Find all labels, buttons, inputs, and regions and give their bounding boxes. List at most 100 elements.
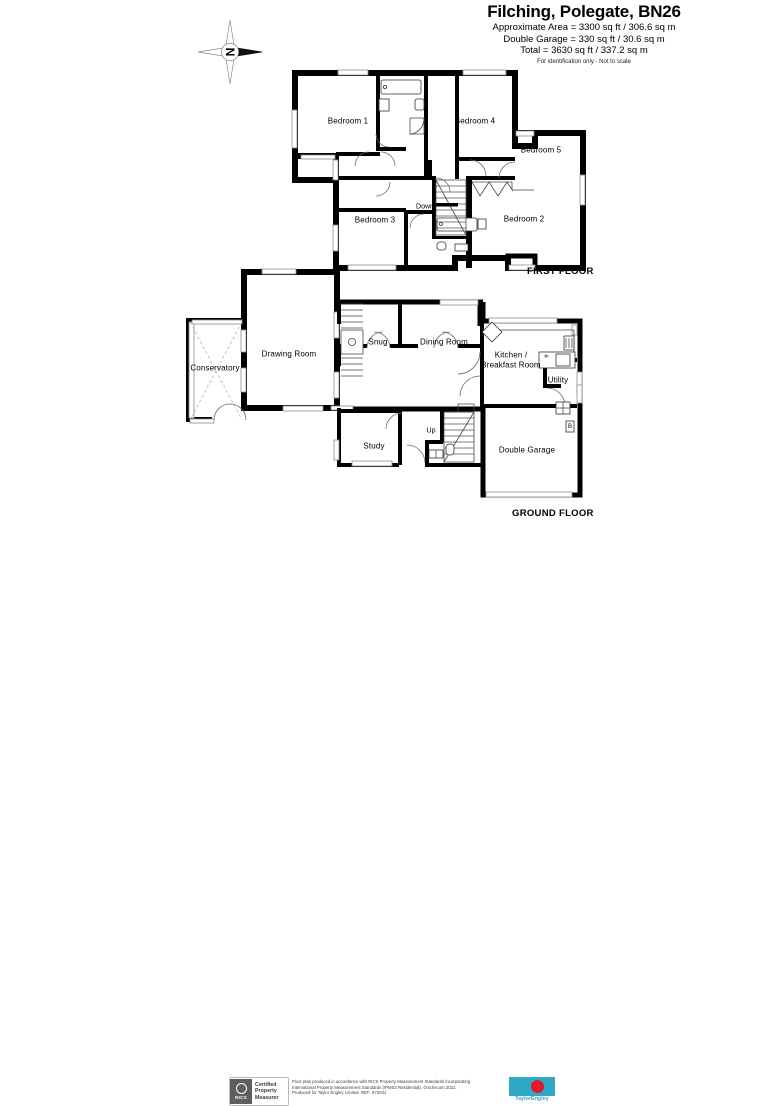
logo-dot-icon: [531, 1080, 544, 1093]
disclaimer-text: Floor plan produced in accordance with R…: [292, 1079, 504, 1096]
partition-snug-bottom-b: [390, 344, 418, 348]
room-label-bedroom-3: Bedroom 3: [354, 215, 396, 225]
bath-icon: [436, 217, 478, 232]
conservatory-structure: [186, 318, 247, 424]
stairwell-left-wall: [432, 176, 436, 236]
conservatory-glass-top: [191, 319, 243, 325]
partition-hall-left: [337, 344, 341, 366]
page-title: Filching, Polegate, BN26: [487, 2, 681, 21]
room-label-bedroom-4: Bedroom 4: [454, 116, 496, 126]
first-floor-doors: [354, 133, 516, 229]
cloakroom-fixtures: [428, 443, 455, 459]
partition-dining-bottom: [458, 344, 482, 348]
ensuite-fixtures: [378, 79, 425, 135]
partition-hall-bottom: [425, 463, 483, 467]
rics-label: RICS: [235, 1095, 247, 1100]
partition-stairs-right: [440, 409, 444, 443]
globe-icon: [235, 1083, 247, 1094]
partition-ensuite-left: [376, 73, 380, 149]
shower-tray-icon: [409, 117, 425, 135]
bedroom-2-bay-wall: [505, 253, 538, 268]
boiler-box-icon: [565, 420, 575, 433]
partition-bed3-top: [336, 208, 406, 212]
partition-ensuite-right: [424, 73, 428, 177]
floorplan-drawing: .w { fill:#000000; } /* solid wall */ .g…: [186, 69, 586, 498]
partition-bath-top: [404, 210, 434, 214]
brand-name: TaylorEngley: [515, 1096, 549, 1102]
header: Filching, Polegate, BN26 Approximate Are…: [400, 2, 768, 67]
first-floor-label: FIRST FLOOR: [527, 266, 594, 277]
bedroom-2-wardrobe: [471, 181, 534, 197]
ground-floor-label: GROUND FLOOR: [512, 508, 594, 519]
partition-study-left: [337, 408, 341, 466]
partition-snug-right: [398, 302, 402, 348]
ground-floor-windows: [333, 299, 583, 498]
first-floor-stairs: [435, 179, 467, 236]
room-label-utility: Utility: [547, 375, 569, 385]
basin-icon: [436, 241, 447, 251]
partition-bed1-bottom-b: [362, 152, 380, 156]
ground-floor-plan: [186, 268, 583, 498]
first-floor-windows: [291, 69, 586, 271]
partition-bed3-right: [404, 210, 408, 268]
partition-garage-top-b: [483, 404, 577, 408]
partition-utility-left: [543, 358, 547, 384]
room-label-drawing-room: Drawing Room: [261, 349, 317, 359]
ground-floor-stairs: [443, 403, 475, 463]
partition-bed2-top: [470, 176, 515, 180]
partition-bed5-left: [455, 157, 459, 179]
first-floor-plan: [291, 69, 586, 271]
partition-bed5-bottom: [455, 157, 515, 161]
wc-icon: [445, 443, 455, 456]
vanity-icon: [454, 243, 469, 252]
conservatory-door-right: [229, 403, 247, 421]
room-label-dining-room: Dining Room: [420, 337, 468, 347]
first-floor-left-wall: [292, 73, 339, 180]
double-garage-area-line: Double Garage = 330 sq ft / 30.6 sq m: [503, 33, 665, 45]
rics-logo-icon: RICS: [230, 1079, 252, 1104]
room-label-bedroom-1: Bedroom 1: [327, 116, 369, 126]
room-label-conservatory: Conservatory: [190, 363, 240, 373]
partition-kitchen-left: [480, 321, 484, 345]
room-label-kitchen-breakfast-room: Kitchen /Breakfast Room: [481, 350, 541, 370]
disclaimer-line-3: Produced for Taylor Engley Limited. REF:…: [292, 1090, 387, 1096]
taylor-engley-logo: TaylorEngley: [509, 1077, 555, 1104]
bedroom-5-bay-wall: [512, 130, 583, 149]
room-label-snug: Snug: [368, 337, 388, 347]
hall-glazed-screen: [340, 303, 364, 377]
conservatory-glass-bottom: [189, 418, 215, 424]
wc-icon: [477, 218, 487, 230]
north-arrow-icon: N: [197, 19, 263, 85]
room-label-study: Study: [363, 441, 385, 451]
partition-wc-top: [425, 440, 443, 444]
partition-kitchen-left-b: [480, 345, 484, 409]
basin-icon: [378, 98, 390, 112]
stairs-down-label: Down: [416, 203, 434, 211]
ground-floor-doors: [366, 331, 481, 464]
partition-study-right: [398, 409, 402, 465]
conservatory-glass-left: [188, 321, 195, 419]
partition-bed4-left: [455, 73, 459, 161]
compass-letter: N: [223, 48, 237, 57]
family-bathroom-fixtures: [436, 217, 487, 252]
boiler-marker-label: B: [567, 424, 573, 430]
drawing-room-windows: [240, 268, 354, 412]
partition-wc-left: [425, 440, 429, 467]
partition-hall-upper: [337, 302, 341, 324]
total-area-line: Total = 3630 sq ft / 337.2 sq m: [520, 45, 648, 56]
approximate-area-line: Approximate Area = 3300 sq ft / 306.6 sq…: [492, 22, 676, 33]
room-label-double-garage: Double Garage: [498, 445, 556, 455]
room-label-bedroom-2: Bedroom 2: [503, 214, 545, 224]
wc-icon: [414, 98, 425, 111]
corner-feature-icon: [481, 321, 503, 343]
kitchen-fittings: [481, 321, 576, 369]
partition-ensuite-bottom: [376, 147, 406, 151]
sink-icon: [555, 353, 571, 367]
stairs-up-label: Up: [426, 427, 436, 435]
garage-door: [485, 491, 573, 498]
partition-study-top: [341, 409, 399, 413]
